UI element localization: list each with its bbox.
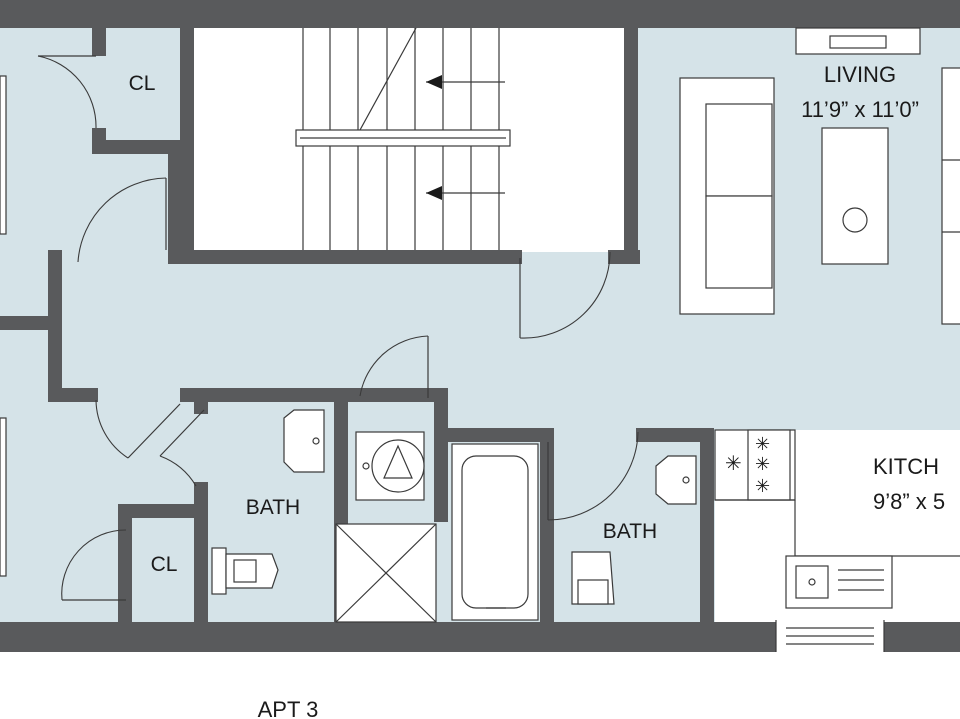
kitchen-fixtures: ✳ ✳ ✳ ✳	[714, 429, 960, 609]
staircase	[295, 27, 511, 250]
bath-fixtures	[211, 409, 697, 623]
room-label-closet-bottom: CL	[151, 553, 178, 576]
room-label-bath-left: BATH	[246, 496, 300, 519]
svg-text:✳: ✳	[755, 454, 770, 475]
edge-fixtures	[0, 75, 7, 577]
room-dimensions-living: 11’9” x 11’0”	[801, 97, 919, 122]
svg-text:✳: ✳	[755, 434, 770, 455]
walls	[0, 0, 960, 654]
doors	[37, 55, 639, 601]
room-label-bath-right: BATH	[603, 520, 657, 543]
living-furniture	[679, 27, 960, 325]
room-dimensions-kitchen: 9’8” x 5	[873, 489, 945, 514]
room-label-living: LIVING	[824, 62, 896, 87]
unit-label: APT 3	[258, 697, 319, 719]
svg-text:✳: ✳	[755, 476, 770, 497]
room-label-kitchen: KITCH	[873, 454, 939, 479]
room-label-closet-top: CL	[129, 72, 156, 95]
svg-text:✳: ✳	[725, 451, 742, 475]
